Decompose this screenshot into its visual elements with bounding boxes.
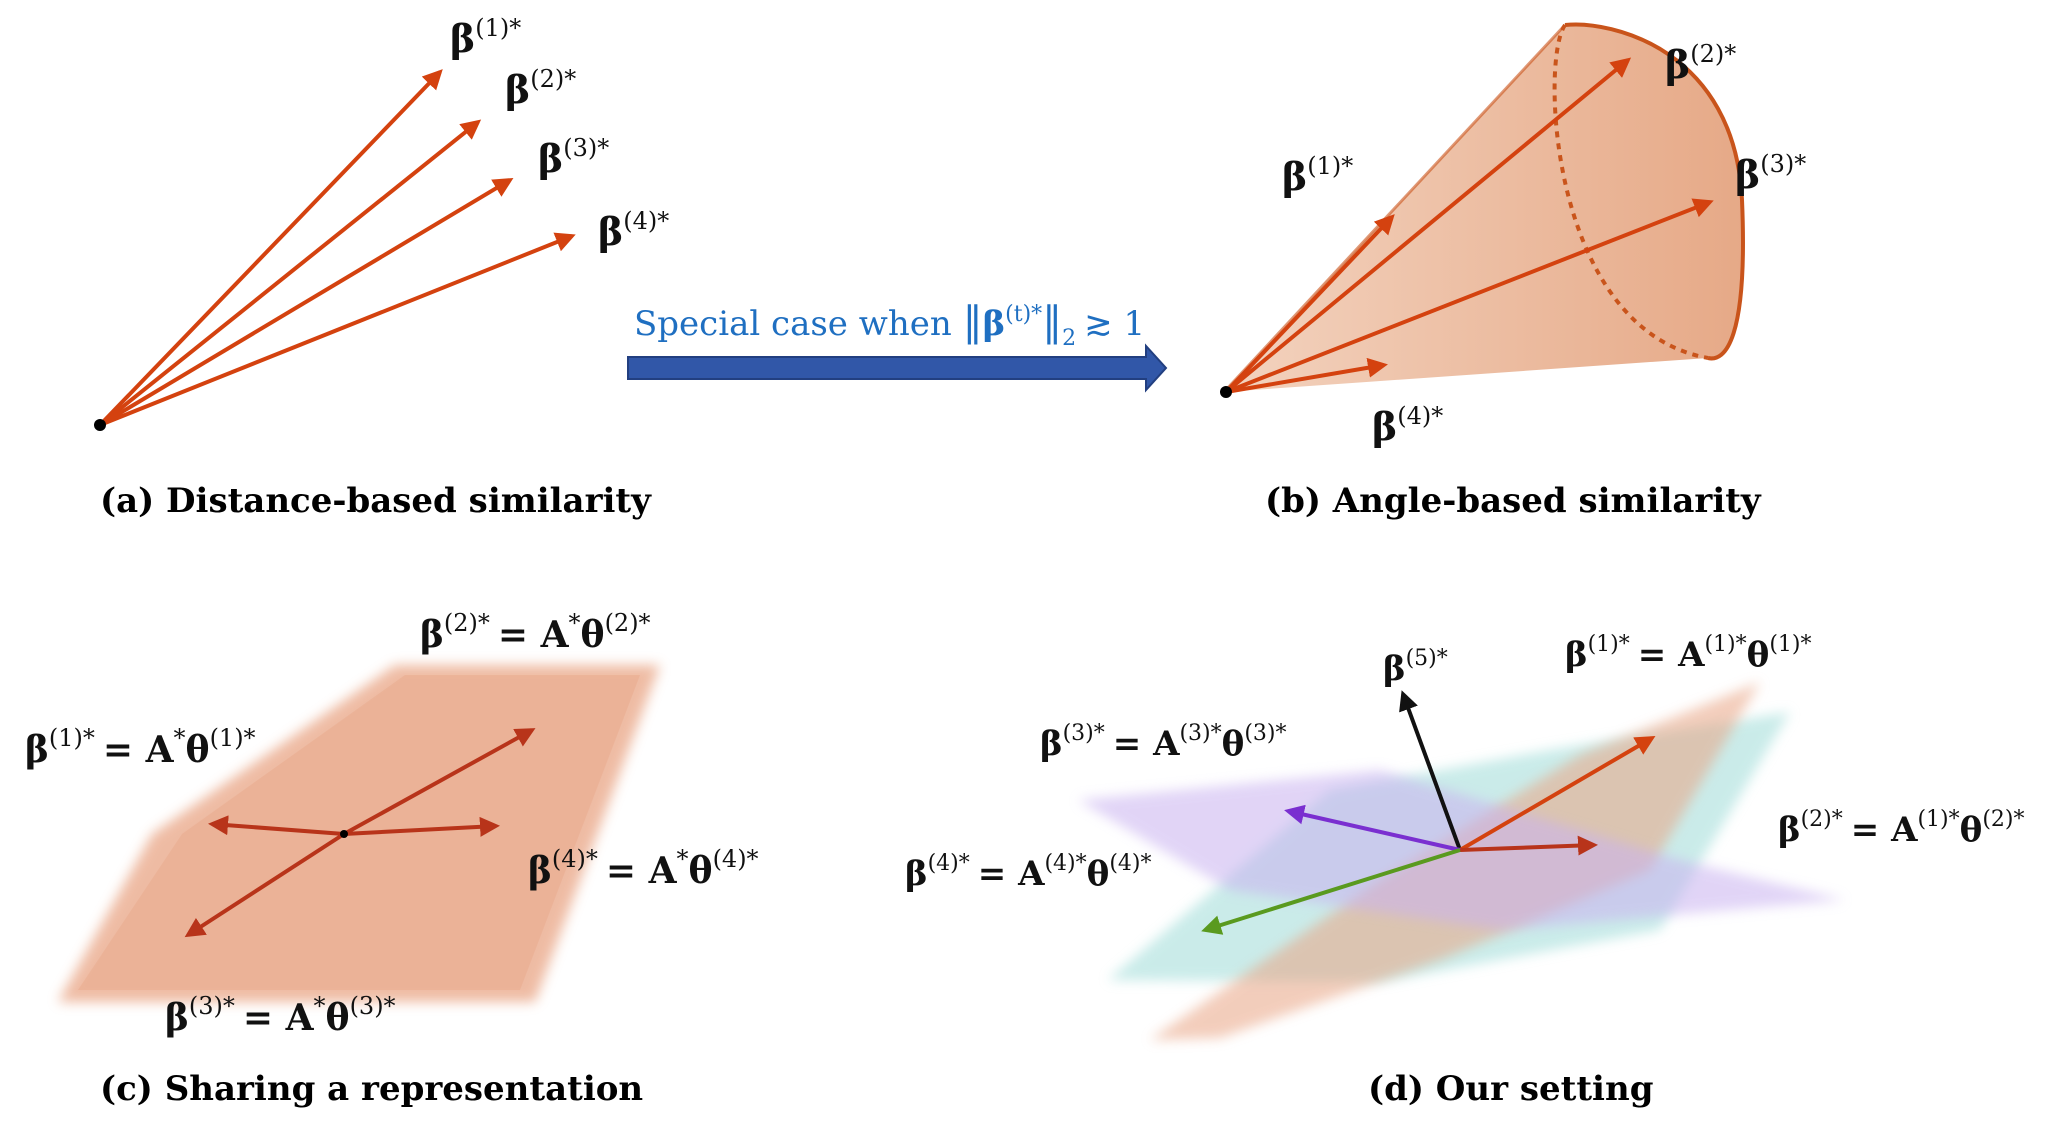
label-beta-2: β(2)* — [1665, 40, 1736, 87]
eq-beta-1: β(1)*= A*θ(1)* — [25, 724, 256, 771]
origin-point — [1220, 386, 1232, 398]
label-beta-2: β(2)* — [505, 65, 576, 112]
panel-a-vectors — [98, 69, 576, 427]
eq-beta-1: β(1)*= A(1)*θ(1)* — [1565, 632, 1812, 675]
vector-beta-1 — [208, 815, 345, 836]
panel-b-vectors — [1224, 57, 1714, 394]
vector-beta-2 — [1224, 57, 1632, 394]
eq-beta-2: β(2)*= A*θ(2)* — [420, 609, 651, 656]
eq-beta-4: β(4)*= A*θ(4)* — [528, 845, 759, 892]
vector-beta-3 — [98, 177, 514, 427]
vector-beta-3 — [184, 832, 346, 938]
panel-d-vectors — [1201, 690, 1656, 935]
caption-a: (a) Distance-based similarity — [100, 481, 652, 521]
panel-c: β(1)*= A*θ(1)* β(2)*= A*θ(2)* β(3)*= A*θ… — [25, 609, 759, 1109]
label-beta-4: β(4)* — [598, 207, 669, 254]
transition-arrow: Special case when ‖β(t)*‖2≳ 1 — [627, 299, 1168, 393]
eq-beta-3: β(3)*= A*θ(3)* — [165, 992, 396, 1039]
panel-b: β(1)* β(2)* β(3)* β(4)* (b) Angle-based … — [1220, 22, 1806, 521]
panel-a: β(1)* β(2)* β(3)* β(4)* (a) Distance-bas… — [94, 14, 669, 521]
cone-body — [1224, 24, 1743, 392]
panel-d: β(5)* β(1)*= A(1)*θ(1)* β(2)*= A(1)*θ(2)… — [905, 632, 2025, 1109]
vector-beta-2 — [98, 119, 482, 427]
vector-beta-1 — [1224, 214, 1395, 394]
vector-beta-4 — [99, 232, 576, 427]
vector-beta-1 — [1458, 735, 1656, 852]
label-beta-1: β(1)* — [1282, 152, 1353, 199]
vector-beta-4 — [343, 816, 500, 837]
vector-beta-4 — [1225, 357, 1388, 394]
cone-edge-top — [1222, 23, 1567, 394]
caption-d: (d) Our setting — [1368, 1069, 1653, 1109]
label-beta-3: β(3)* — [1735, 150, 1806, 197]
panel-c-vectors — [184, 728, 536, 938]
origin-point — [340, 830, 348, 838]
vector-beta-1 — [98, 69, 443, 427]
vector-beta-3 — [1284, 804, 1461, 852]
caption-c: (c) Sharing a representation — [100, 1069, 643, 1109]
vector-beta-2 — [343, 728, 536, 836]
caption-b: (b) Angle-based similarity — [1265, 481, 1762, 521]
origin-point — [94, 419, 106, 431]
label-beta-4: β(4)* — [1372, 402, 1443, 449]
eq-beta-4: β(4)*= A(4)*θ(4)* — [905, 851, 1152, 894]
cone-rim-back — [1552, 23, 1709, 360]
vector-beta-3 — [1225, 198, 1714, 394]
label-beta-3: β(3)* — [538, 134, 609, 181]
vector-beta-2 — [1459, 835, 1598, 856]
transition-label: Special case when ‖β(t)*‖2≳ 1 — [634, 299, 1145, 351]
cone-rim-front — [1564, 22, 1745, 361]
vector-beta-5 — [1399, 690, 1462, 851]
label-beta-5: β(5)* — [1383, 646, 1448, 689]
eq-beta-3: β(3)*= A(3)*θ(3)* — [1040, 721, 1287, 764]
vector-beta-4 — [1201, 848, 1461, 935]
transition-arrow-shape — [627, 343, 1168, 393]
label-beta-1: β(1)* — [450, 14, 521, 61]
eq-beta-2: β(2)*= A(1)*θ(2)* — [1778, 807, 2025, 850]
